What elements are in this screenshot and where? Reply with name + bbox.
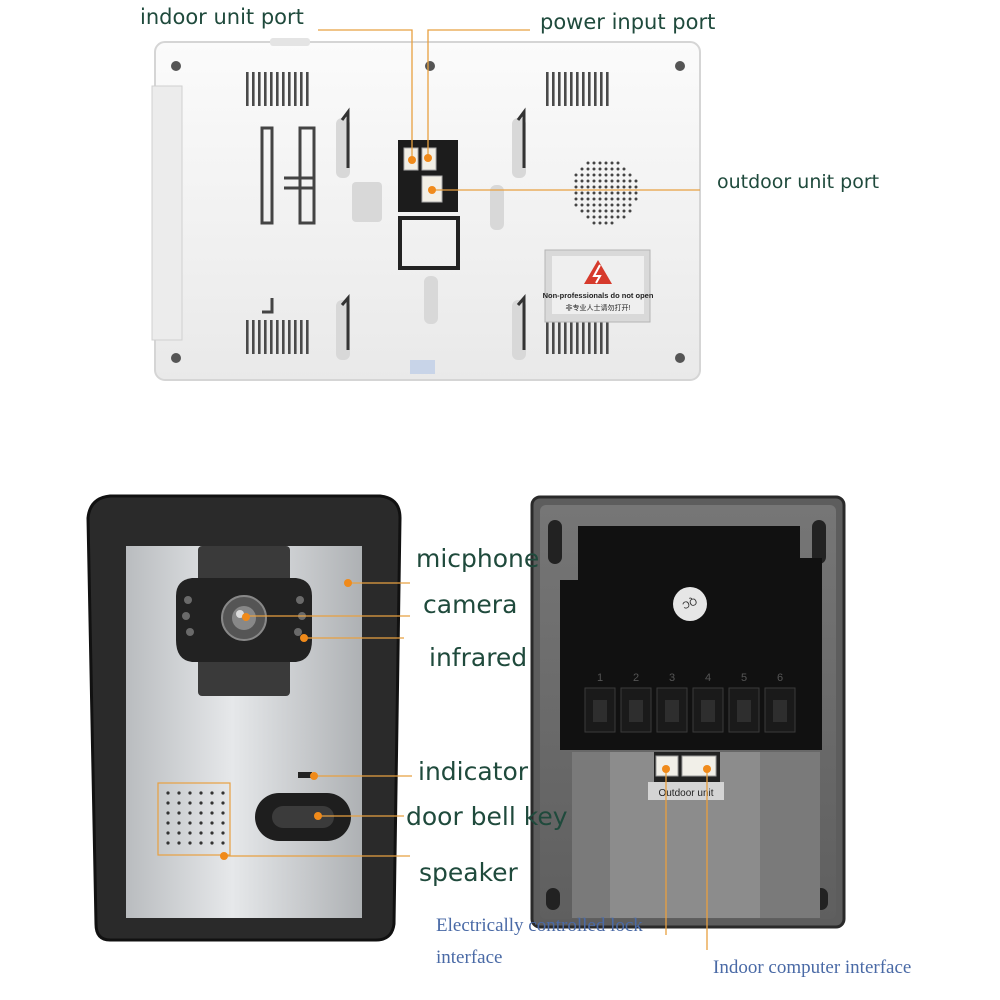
outdoor-camera-front <box>86 494 402 942</box>
speaker-grille-front <box>157 782 231 856</box>
speaker-grille <box>574 161 638 225</box>
terminal-number: 2 <box>633 672 639 684</box>
mount-slots <box>260 126 316 314</box>
label-door-bell-key: door bell key <box>406 802 568 831</box>
outdoor-unit-port-label: Outdoor unit <box>658 788 713 799</box>
terminal-number: 6 <box>777 672 783 684</box>
qc-sticker <box>673 587 707 621</box>
indoor-monitor-back: Non-professionals do not open 非专业人士请勿打开! <box>151 38 701 381</box>
label-indicator: indicator <box>418 757 529 786</box>
terminal-number: 5 <box>741 672 747 684</box>
label-power-input-port: power input port <box>540 10 716 34</box>
svg-text:QC: QC <box>681 595 699 610</box>
warning-text-en: Non-professionals do not open <box>543 291 654 300</box>
indicator-light <box>298 772 312 778</box>
label-lock-interface-line2: interface <box>436 947 503 968</box>
label-micphone: micphone <box>416 544 540 573</box>
label-indoor-computer-interface: Indoor computer interface <box>713 957 912 978</box>
label-outdoor-unit-port: outdoor unit port <box>717 171 880 193</box>
label-infrared: infrared <box>429 643 528 672</box>
terminal-number: 4 <box>705 672 711 684</box>
label-camera: camera <box>423 590 518 619</box>
terminal-block: 1 2 3 4 5 6 <box>584 672 796 733</box>
outdoor-camera-back: QC 1 2 3 4 5 6 Outdoor unit <box>530 495 846 929</box>
vent-grilles <box>246 72 609 354</box>
warning-text-cn: 非专业人士请勿打开! <box>566 303 631 312</box>
terminal-number: 1 <box>597 672 603 684</box>
terminal-number: 3 <box>669 672 675 684</box>
door-bell-key <box>255 793 351 841</box>
label-indoor-unit-port: indoor unit port <box>140 5 304 29</box>
label-speaker: speaker <box>419 858 518 887</box>
leader-lines <box>220 29 711 950</box>
warning-label: Non-professionals do not open 非专业人士请勿打开! <box>543 249 654 323</box>
label-lock-interface-line1: Electrically controlled lock <box>436 915 643 936</box>
